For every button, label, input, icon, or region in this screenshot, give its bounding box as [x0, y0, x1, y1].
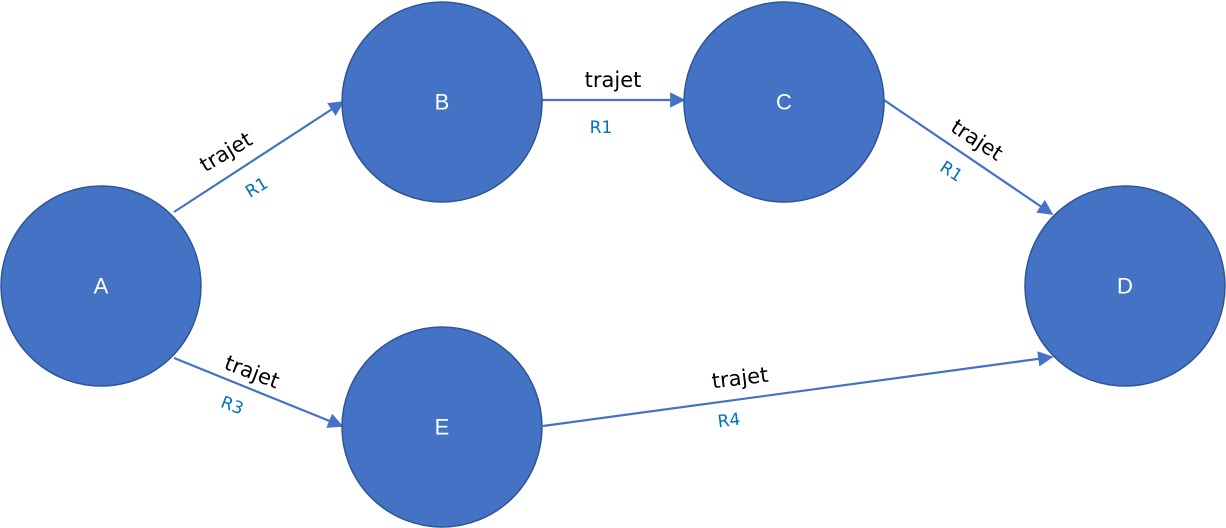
node-a-label: A	[94, 274, 109, 299]
node-e-circle	[341, 326, 543, 528]
edge-a-b-label: trajet	[196, 127, 257, 177]
edge-c-d-arrow	[883, 99, 1054, 215]
node-d-circle	[1024, 185, 1226, 387]
node-c-label: C	[776, 90, 792, 115]
edge-a-b-route: R1	[242, 174, 272, 203]
edges-layer	[173, 92, 1054, 428]
edge-e-d-arrow	[542, 351, 1054, 428]
edge-a-e-route: R3	[218, 393, 246, 420]
edge-b-c-route: R1	[590, 118, 613, 138]
edge-a-e-arrow	[173, 356, 344, 428]
edge-b-c-label: trajet	[585, 68, 642, 92]
edge-e-d-label: trajet	[710, 363, 769, 394]
node-c: C	[683, 1, 885, 203]
node-e: E	[341, 326, 543, 528]
edge-a-b-arrow	[173, 101, 345, 213]
node-c-circle	[683, 1, 885, 203]
edge-e-d-route: R4	[717, 410, 742, 433]
node-a-circle	[0, 185, 202, 387]
node-b: B	[341, 1, 543, 203]
node-a: A	[0, 185, 202, 387]
node-d: D	[1024, 185, 1226, 387]
node-e-label: E	[435, 415, 450, 440]
edge-c-d-route: R1	[936, 157, 966, 186]
node-d-label: D	[1117, 274, 1133, 299]
node-b-circle	[341, 1, 543, 203]
edge-c-d-label: trajet	[947, 114, 1008, 165]
node-b-label: B	[435, 90, 450, 115]
edge-a-e-label: trajet	[221, 351, 283, 394]
